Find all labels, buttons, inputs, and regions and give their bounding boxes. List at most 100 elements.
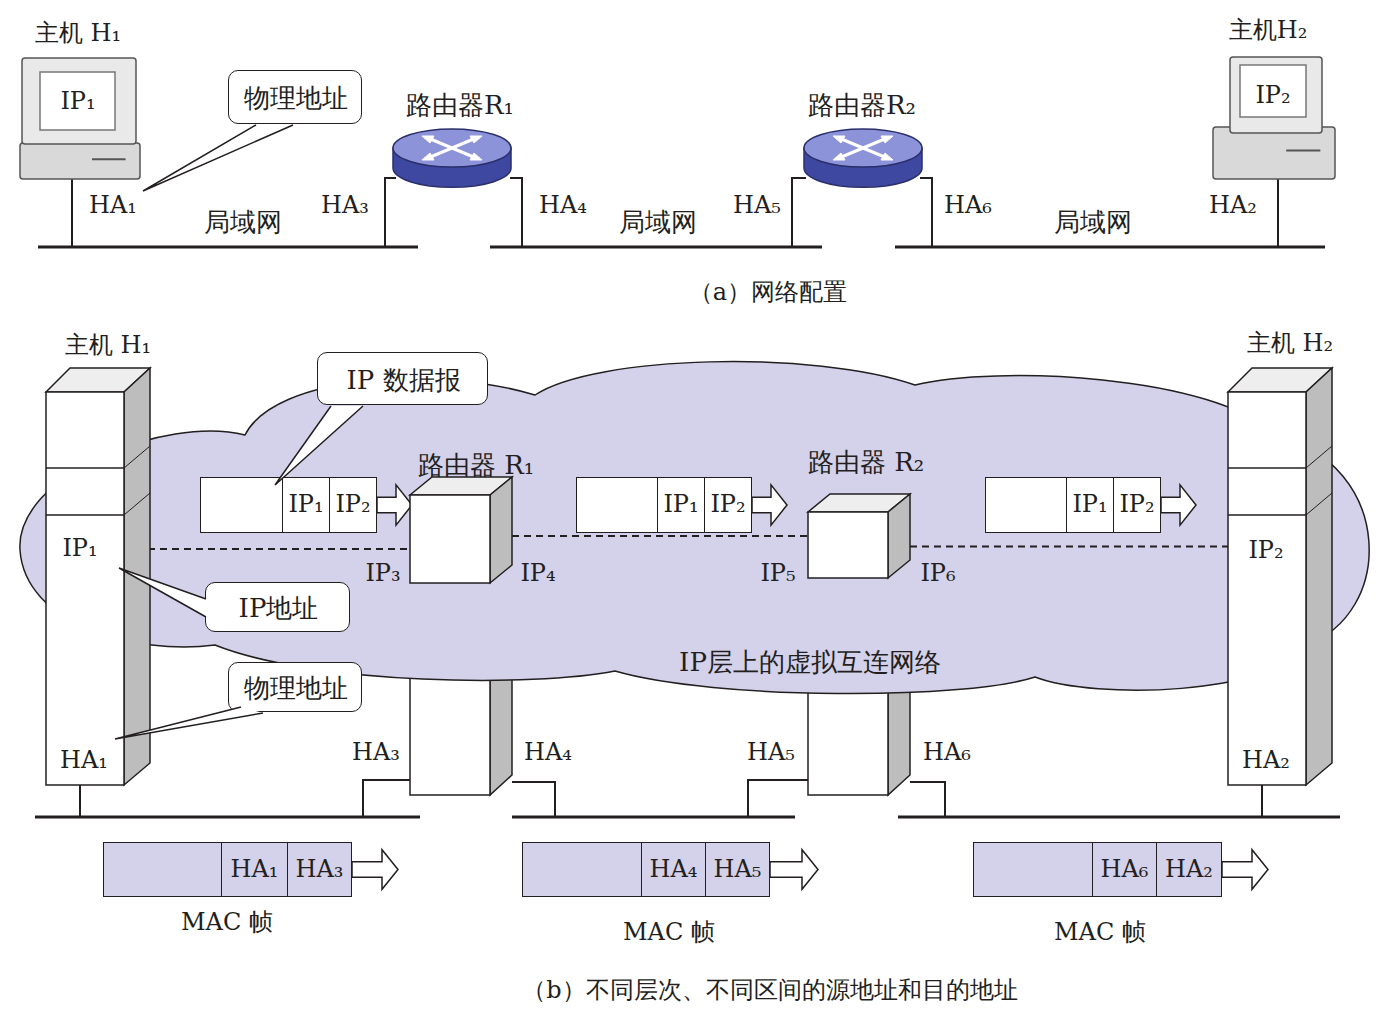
address-label: 局域网 xyxy=(619,208,697,237)
address-label: MAC 帧 xyxy=(623,919,715,945)
monitor xyxy=(22,58,136,144)
drop-wires xyxy=(72,178,1278,247)
arrow-head xyxy=(833,153,845,160)
address-label: HA₃ xyxy=(352,739,400,765)
payload-field xyxy=(103,842,222,897)
address-field: IP₁ xyxy=(283,477,330,533)
callout-text: IP 数据报 xyxy=(346,365,460,394)
layer-divider xyxy=(124,493,150,515)
layer-divider xyxy=(1306,446,1332,468)
dashed-link xyxy=(910,546,1228,548)
node-outline xyxy=(803,128,923,190)
address-field: HA₁ xyxy=(222,842,288,897)
packet-box: IP₁IP₂ xyxy=(985,477,1196,533)
packet-box: IP₁IP₂ xyxy=(200,477,412,533)
address-text: IP₁ xyxy=(62,535,97,561)
callout-box: 物理地址 xyxy=(228,662,362,712)
arrow-line xyxy=(839,138,887,158)
arrow-shape xyxy=(752,485,787,525)
host-name: 主机H₂ xyxy=(1229,17,1308,43)
address-label: HA₅ xyxy=(733,192,781,218)
stack-layer: HA₂ xyxy=(1228,735,1306,785)
payload-field xyxy=(576,477,658,533)
callout-text: 物理地址 xyxy=(244,674,348,703)
ip-address: IP₁ xyxy=(60,88,95,114)
cube-side xyxy=(490,477,512,583)
arrow-shape xyxy=(770,850,818,890)
tail-line xyxy=(119,568,206,617)
packet-box: IP₁IP₂ xyxy=(576,477,787,533)
host-name: 主机 H₁ xyxy=(65,332,151,358)
stack-layer: HA₁ xyxy=(46,735,124,785)
address-label: 局域网 xyxy=(204,208,282,237)
arrow-head xyxy=(470,153,482,160)
dashed-link xyxy=(124,548,410,550)
node-outline xyxy=(392,128,512,190)
router-name: 路由器 R₁ xyxy=(418,451,534,480)
address-field: IP₂ xyxy=(330,477,377,533)
dashed-link xyxy=(512,535,808,537)
packet-box: HA₆HA₂ xyxy=(973,842,1268,897)
arrow-shape xyxy=(352,850,398,890)
cube-front xyxy=(808,512,888,578)
stack-front xyxy=(1228,392,1306,785)
virtual-network-cloud: IP层上的虚拟互连网络IP₁IP₂路由器 R₁IP₁IP₂路由器 R₂IP₁IP… xyxy=(15,355,1380,700)
stack-layer: IP₂ xyxy=(1228,515,1306,585)
payload-field xyxy=(985,477,1067,533)
address-label: MAC 帧 xyxy=(1054,919,1146,945)
address-label: IP₅ xyxy=(760,560,795,586)
payload-field xyxy=(200,477,283,533)
drop-wires-b xyxy=(80,780,1262,817)
payload-field xyxy=(522,842,642,897)
callout-tail xyxy=(318,353,319,354)
address-field: HA₅ xyxy=(706,842,770,897)
address-field: IP₂ xyxy=(1114,477,1161,533)
router-arrows xyxy=(422,136,482,160)
protocol-stack: 主机 H₂IP₂HA₂ xyxy=(1228,368,1332,785)
lan-wires-b xyxy=(35,816,1340,819)
router-icon: 路由器R₁ xyxy=(392,128,512,190)
address-field: HA₆ xyxy=(1093,842,1157,897)
address-field: HA₄ xyxy=(642,842,706,897)
figure-caption: （b）不同层次、不同区间的源地址和目的地址 xyxy=(522,977,1017,1003)
address-field: IP₂ xyxy=(705,477,752,533)
address-text: HA₂ xyxy=(1242,747,1290,773)
router-name: 路由器 R₂ xyxy=(808,448,924,477)
layer-divider xyxy=(1306,493,1332,515)
address-label: IP₆ xyxy=(920,560,955,586)
address-field: IP₁ xyxy=(658,477,705,533)
address-label: MAC 帧 xyxy=(181,909,273,935)
tail-line xyxy=(275,406,363,485)
node-outline xyxy=(1228,368,1332,785)
computer-base xyxy=(20,143,140,179)
arrow-head xyxy=(833,136,845,143)
address-field: HA₃ xyxy=(288,842,352,897)
address-label: （a）网络配置 xyxy=(689,279,847,305)
arrow-line xyxy=(428,138,476,158)
tail-fill xyxy=(119,568,206,617)
layer-divider xyxy=(46,514,124,516)
drive-slot xyxy=(1286,149,1320,151)
cube-side xyxy=(888,494,910,578)
packet-box: HA₄HA₅ xyxy=(522,842,818,897)
address-label: IP₄ xyxy=(520,560,555,586)
address-label: HA₄ xyxy=(524,739,572,765)
address-label: HA₆ xyxy=(944,192,992,218)
cloud-label: IP层上的虚拟互连网络 xyxy=(679,648,941,677)
tail-line xyxy=(115,707,263,739)
address-field: HA₂ xyxy=(1157,842,1222,897)
arrow-head xyxy=(470,136,482,143)
address-text: HA₁ xyxy=(60,747,108,773)
address-label: HA₃ xyxy=(321,192,369,218)
arrow-head xyxy=(881,153,893,160)
address-text: IP₂ xyxy=(1248,537,1283,563)
node-outline xyxy=(410,477,512,583)
stack-layer: IP₁ xyxy=(46,515,124,585)
ip-address: IP₂ xyxy=(1255,82,1290,108)
screen xyxy=(40,72,115,130)
cloud-outline xyxy=(20,362,1369,694)
packet-box: HA₁HA₃ xyxy=(103,842,398,897)
node-outline xyxy=(20,55,140,180)
router-arrows xyxy=(833,136,893,160)
callout-text: IP地址 xyxy=(239,594,319,623)
